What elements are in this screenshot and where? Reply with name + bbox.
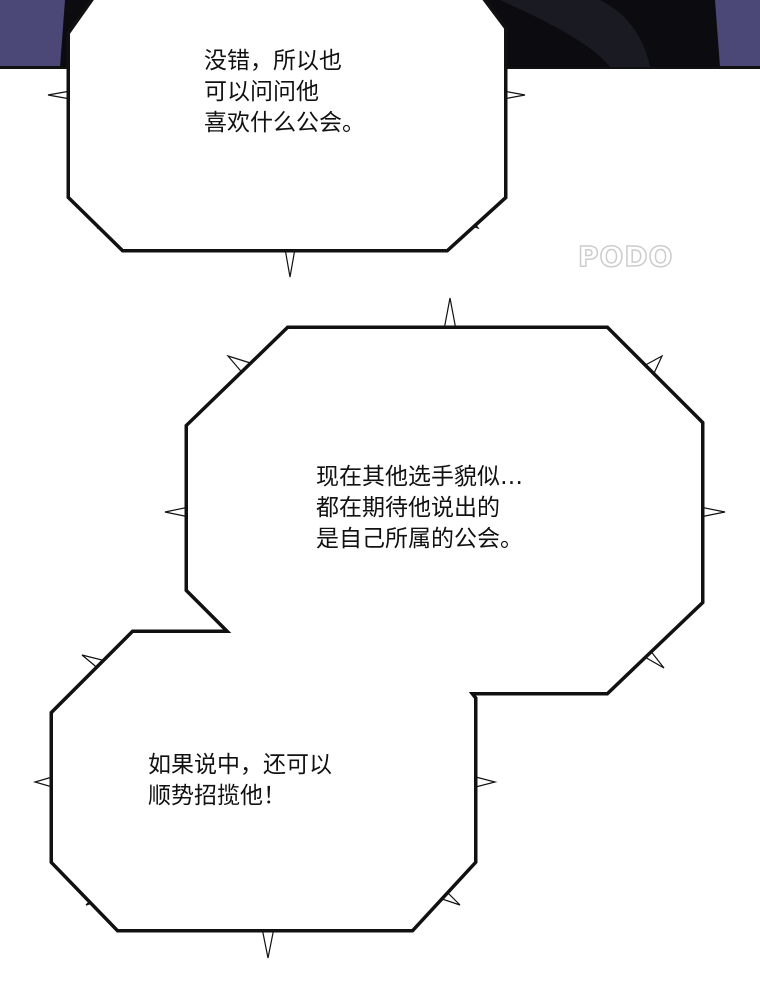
speech-bubble-text-2: 现在其他选手貌似… 都在期待他说出的 是自己所属的公会。 [316, 464, 523, 552]
watermark-logo: PODO [577, 239, 674, 274]
speech-bubble-text-3: 如果说中，还可以 顺势招揽他！ [148, 752, 332, 809]
speech-bubble-text-1: 没错，所以也 可以问问他 喜欢什么公会。 [204, 48, 365, 136]
